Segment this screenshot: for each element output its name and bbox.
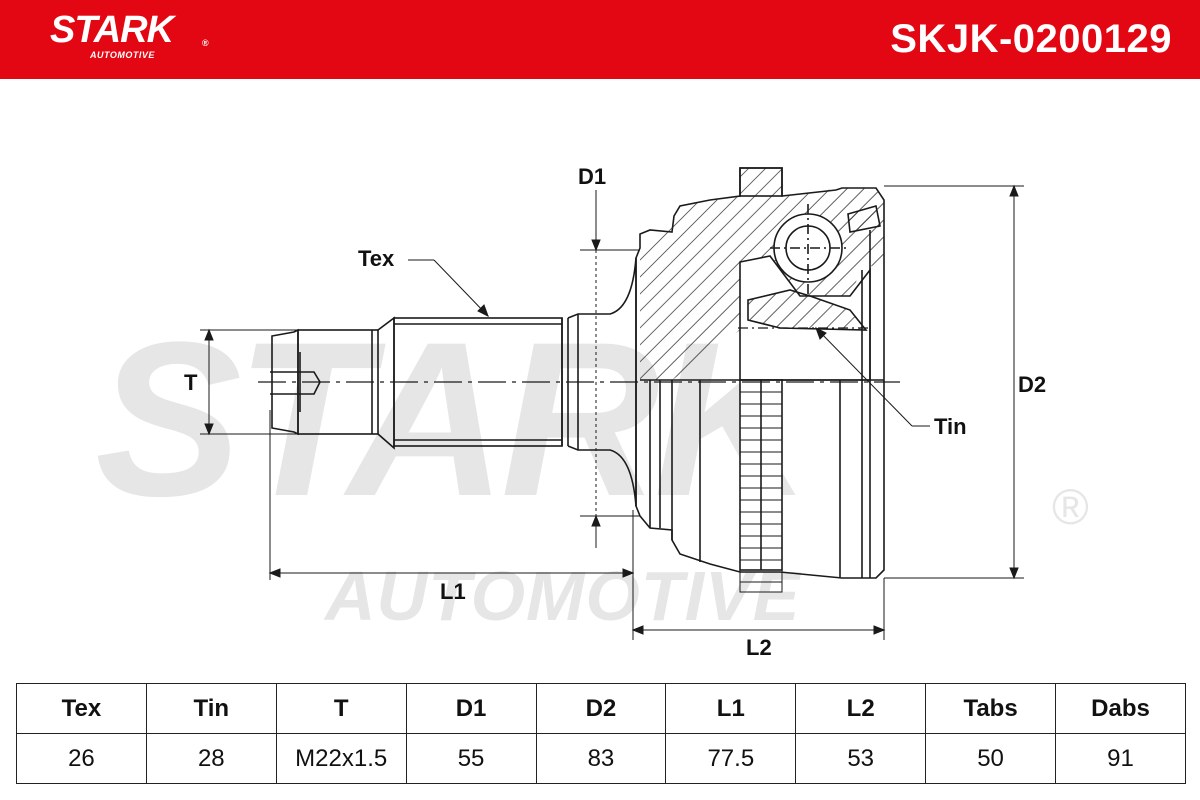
label-tin: Tin bbox=[934, 414, 967, 439]
dimension-l1 bbox=[268, 410, 635, 640]
watermark-registered-mark: ® bbox=[1052, 479, 1089, 535]
shaft-neck bbox=[377, 316, 395, 450]
label-d2: D2 bbox=[1018, 372, 1047, 397]
column-header: Tin bbox=[145, 683, 277, 734]
column-header: L2 bbox=[795, 683, 927, 734]
table-row: 26 28 M22x1.5 55 83 77.5 53 50 91 bbox=[16, 733, 1186, 784]
header-bar: STARK ® AUTOMOTIVE SKJK-0200129 bbox=[0, 0, 1200, 79]
tip-end bbox=[297, 329, 379, 435]
abs-teeth bbox=[739, 391, 783, 593]
brand-name: STARK bbox=[50, 9, 174, 51]
leader-tin bbox=[815, 326, 930, 427]
label-d1: D1 bbox=[578, 164, 607, 189]
table-header-row: Tex Tin T D1 D2 L1 L2 Tabs Dabs bbox=[16, 683, 1186, 734]
cv-joint-drawing bbox=[200, 167, 1024, 640]
table-cell: 91 bbox=[1055, 733, 1186, 784]
table-cell: 77.5 bbox=[665, 733, 797, 784]
label-l1: L1 bbox=[440, 579, 466, 604]
label-t: T bbox=[184, 370, 198, 395]
tip-slot bbox=[270, 371, 321, 395]
label-l2: L2 bbox=[746, 635, 772, 660]
column-header: T bbox=[275, 683, 407, 734]
label-tex: Tex bbox=[358, 246, 395, 271]
specifications-table: Tex Tin T D1 D2 L1 L2 Tabs Dabs 26 28 M2… bbox=[16, 683, 1186, 784]
part-number: SKJK-0200129 bbox=[890, 17, 1172, 61]
column-header: Tabs bbox=[925, 683, 1056, 734]
brand-registered-mark: ® bbox=[202, 38, 209, 48]
brand-subtitle: AUTOMOTIVE bbox=[90, 50, 155, 60]
dimension-d2 bbox=[884, 184, 1024, 580]
column-header: Dabs bbox=[1055, 683, 1186, 734]
column-header: D1 bbox=[405, 683, 537, 734]
table-cell: 53 bbox=[795, 733, 927, 784]
table-cell: 83 bbox=[535, 733, 667, 784]
leader-tex bbox=[408, 259, 489, 318]
table-cell: 50 bbox=[925, 733, 1056, 784]
table-cell: M22x1.5 bbox=[275, 733, 407, 784]
column-header: Tex bbox=[16, 683, 147, 734]
table-cell: 26 bbox=[16, 733, 147, 784]
column-header: L1 bbox=[665, 683, 797, 734]
dimension-t bbox=[200, 328, 300, 436]
cage-hatch bbox=[747, 289, 868, 331]
column-header: D2 bbox=[535, 683, 667, 734]
brand-logo: STARK ® AUTOMOTIVE bbox=[50, 9, 209, 60]
dimension-d1 bbox=[580, 190, 640, 548]
table-cell: 28 bbox=[145, 733, 277, 784]
table-cell: 55 bbox=[405, 733, 537, 784]
dimension-l2 bbox=[631, 578, 886, 640]
boot-retainer bbox=[739, 167, 783, 197]
technical-drawing: STARK AUTOMOTIVE ® bbox=[0, 79, 1200, 679]
